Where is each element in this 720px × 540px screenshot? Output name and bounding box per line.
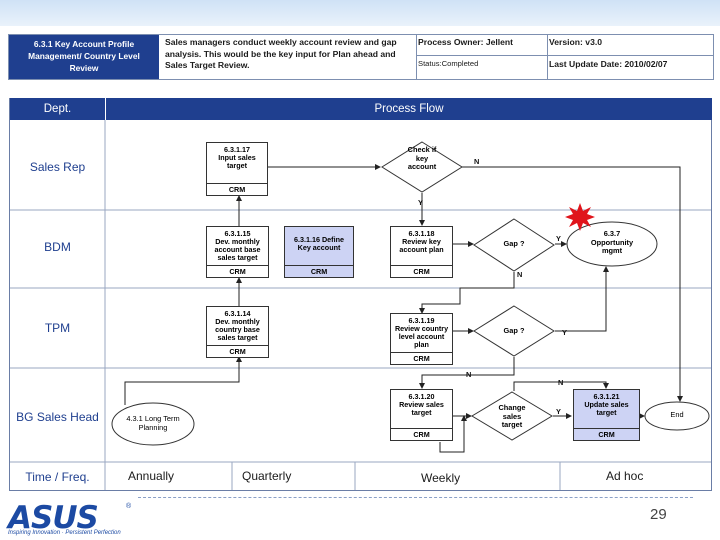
step-system-crm: CRM [285, 265, 353, 277]
step-label: 6.3.1.20 Review sales target [399, 392, 444, 417]
step-system-crm: CRM [207, 265, 268, 277]
decision-change-sales-target-label: Change sales target [498, 403, 526, 429]
freq-quarterly: Quarterly [242, 469, 292, 483]
oval-end [644, 401, 710, 431]
step-6-3-1-14: 6.3.1.14 Dev. monthly country base sales… [206, 306, 269, 358]
step-system-crm: CRM [207, 183, 267, 195]
freq-ad-hoc: Ad hoc [606, 469, 644, 483]
lane-time-freq: Time / Freq. [25, 470, 90, 484]
highlight-star [565, 203, 595, 231]
step-system-crm: CRM [207, 345, 268, 357]
decision-check-key-account [381, 141, 463, 193]
header-divider [416, 35, 417, 79]
top-gradient-band [0, 0, 720, 26]
oval-end-label: End [670, 410, 684, 419]
oval-opportunity-mgmt [566, 221, 658, 267]
freq-annually: Annually [128, 469, 175, 483]
oval-long-term-planning [111, 402, 195, 446]
process-version: Version: v3.0 [549, 37, 603, 47]
flow-label-yes: Y [562, 328, 567, 337]
process-description: Sales managers conduct weekly account re… [165, 37, 397, 70]
flow-label-no: N [517, 270, 523, 279]
decision-gap-bdm-label: Gap ? [503, 239, 525, 248]
flow-label-no: N [474, 157, 480, 166]
flow-label-yes: Y [418, 198, 423, 207]
step-6-3-1-17: 6.3.1.17 Input sales target CRM [206, 142, 268, 196]
registered-mark: ® [126, 503, 132, 510]
dept-column-header: Dept. [10, 98, 105, 120]
step-6-3-1-19: 6.3.1.19 Review country level account pl… [390, 313, 453, 365]
oval-opportunity-label: 6.3.7 Opportunity mgmt [590, 229, 634, 255]
step-system-crm: CRM [391, 428, 452, 440]
process-status: Status:Completed [418, 59, 479, 68]
lane-bg-sales-head: BG Sales Head [16, 410, 99, 424]
decision-change-sales-target [471, 391, 553, 441]
flow-label-no: N [558, 378, 564, 387]
footer-divider [138, 497, 693, 498]
step-label: 6.3.1.21 Update sales target [584, 392, 629, 417]
flow-label-yes: Y [556, 407, 561, 416]
header-divider [416, 55, 713, 56]
brand-slogan: Inspiring Innovation · Persistent Perfec… [8, 530, 121, 536]
step-label: 6.3.1.18 Review key account plan [399, 229, 444, 254]
step-label: 6.3.1.19 Review country level account pl… [394, 316, 449, 349]
decision-gap-tpm-label: Gap ? [503, 326, 525, 335]
decision-gap-tpm [473, 305, 555, 357]
flow-label-no: N [466, 370, 472, 379]
lane-sales-rep: Sales Rep [29, 160, 86, 174]
lane-bdm: BDM [44, 240, 71, 254]
step-system-crm: CRM [391, 352, 452, 364]
step-label: 6.3.1.16 Define Key account [294, 235, 344, 252]
step-6-3-1-16: 6.3.1.16 Define Key account CRM [284, 226, 354, 278]
step-6-3-1-21: 6.3.1.21 Update sales target CRM [573, 389, 640, 441]
header-divider [547, 35, 548, 79]
step-6-3-1-15: 6.3.1.15 Dev. monthly account base sales… [206, 226, 269, 278]
flow-connectors [124, 164, 683, 453]
freq-weekly: Weekly [421, 471, 461, 485]
decision-check-key-account-label: Check if key account [407, 145, 437, 171]
last-update-date: Last Update Date: 2010/02/07 [549, 59, 668, 69]
lane-separators [10, 120, 711, 490]
process-title: 6.3.1 Key Account Profile Management/ Co… [9, 35, 159, 79]
step-label: 6.3.1.14 Dev. monthly country base sales… [215, 309, 260, 342]
asus-logo: ASUS [8, 500, 99, 536]
process-header-table: 6.3.1 Key Account Profile Management/ Co… [8, 34, 714, 80]
page-number: 29 [650, 506, 667, 523]
process-flow-column-header: Process Flow [105, 98, 712, 120]
step-label: 6.3.1.15 Dev. monthly account base sales… [214, 229, 261, 262]
oval-long-term-label: 4.3.1 Long Term Planning [126, 414, 180, 432]
step-system-crm: CRM [574, 428, 639, 440]
decision-gap-bdm [473, 218, 555, 272]
lane-tpm: TPM [44, 321, 71, 335]
flow-label-yes: Y [556, 234, 561, 243]
process-owner: Process Owner: Jellent [418, 37, 514, 47]
step-6-3-1-18: 6.3.1.18 Review key account plan CRM [390, 226, 453, 278]
step-system-crm: CRM [391, 265, 452, 277]
step-label: 6.3.1.17 Input sales target [218, 145, 256, 170]
step-6-3-1-20: 6.3.1.20 Review sales target CRM [390, 389, 453, 441]
